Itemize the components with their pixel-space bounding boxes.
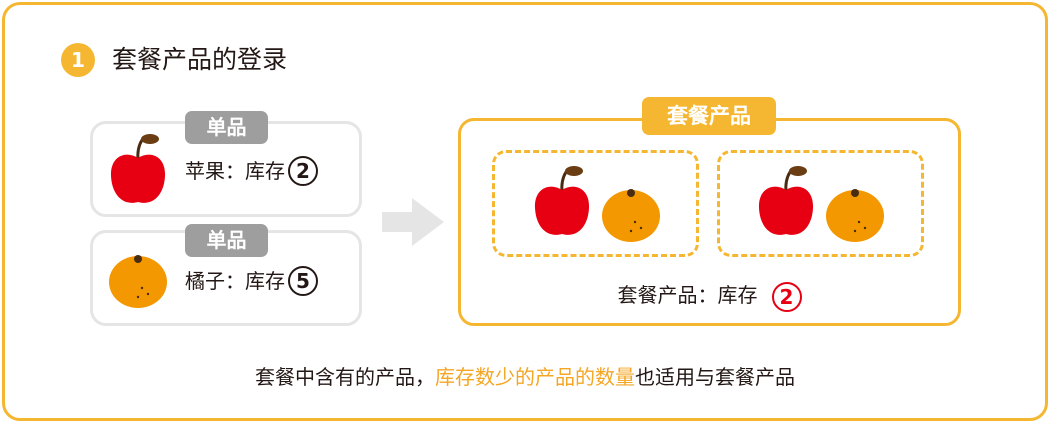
note-suffix: 也适用与套餐产品 — [635, 365, 795, 389]
stock-count: 5 — [288, 266, 318, 296]
apple-icon — [532, 162, 592, 242]
single-item-label: 单品 — [185, 224, 268, 257]
bundle-set — [492, 150, 699, 257]
note-prefix: 套餐中含有的产品， — [255, 365, 435, 389]
stock-label: ：库存 — [225, 159, 285, 183]
item-name: 橘子 — [185, 269, 225, 293]
single-item-label: 单品 — [185, 111, 268, 144]
orange-icon — [108, 253, 168, 309]
orange-icon — [601, 187, 661, 243]
bundle-stock-text: 套餐产品：库存 2 — [458, 280, 961, 312]
item-name: 苹果 — [185, 159, 225, 183]
bundle-stock-count: 2 — [771, 281, 802, 312]
explanation-note: 套餐中含有的产品，库存数少的产品的数量也适用与套餐产品 — [0, 363, 1050, 391]
bundle-set — [717, 150, 924, 257]
stock-label: ：库存 — [225, 269, 285, 293]
note-highlight: 库存数少的产品的数量 — [435, 365, 635, 389]
step-number-badge: 1 — [61, 43, 95, 77]
apple-icon — [108, 130, 168, 210]
arrow-right-icon — [382, 198, 444, 246]
apple-icon — [756, 162, 816, 242]
stock-count: 2 — [288, 156, 318, 186]
bundle-label: 套餐产品 — [642, 97, 776, 135]
step-title: 套餐产品的登录 — [112, 45, 288, 74]
orange-icon — [825, 187, 885, 243]
bundle-stock-label: 套餐产品：库存 — [617, 283, 758, 307]
